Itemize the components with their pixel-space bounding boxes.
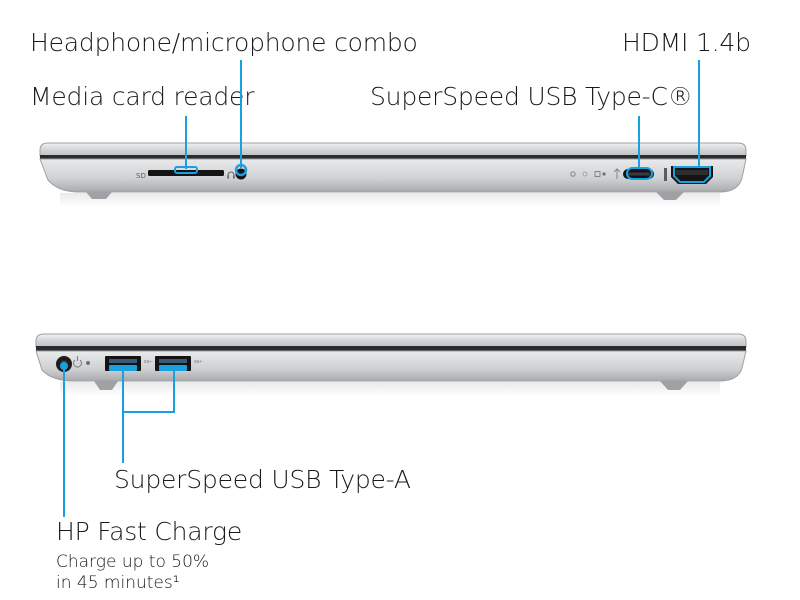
charge-light [86,361,90,365]
usb-c-label: SuperSpeed USB Type-C® [370,82,693,111]
rubber-foot [86,192,112,199]
fast-charge-title: HP Fast Charge [56,517,243,546]
status-lights [570,171,606,177]
rubber-foot [660,381,688,390]
fast-charge-line-1: Charge up to 50% [56,552,210,572]
hdmi-label: HDMI 1.4b [622,28,751,57]
media-card-reader-label: Media card reader [30,82,255,111]
headphone-combo-label: Headphone/microphone combo [30,28,418,57]
usb-a-label: SuperSpeed USB Type-A [114,465,411,494]
sd-marking: SD [136,172,146,180]
usb-ss-icon: ss⇠ [144,359,153,365]
laptop-right-side: SD [39,142,747,207]
usb-ss-icon: ss⇠ [194,359,203,365]
power-icon [73,356,82,368]
rubber-foot [656,192,684,200]
callout-lines [63,60,700,517]
usb-c-icon [613,168,621,179]
fast-charge-line-2: in 45 minutes¹ [56,573,180,593]
usb-a-callout [122,371,175,413]
callout-dots [60,163,711,371]
headphone-icon [227,171,235,179]
lid-seam [40,155,746,159]
lid-seam [36,346,746,351]
rubber-foot [94,381,118,390]
laptop-left-side: ss⇠ ss⇠ [35,333,747,396]
hdmi-marking [664,168,667,181]
